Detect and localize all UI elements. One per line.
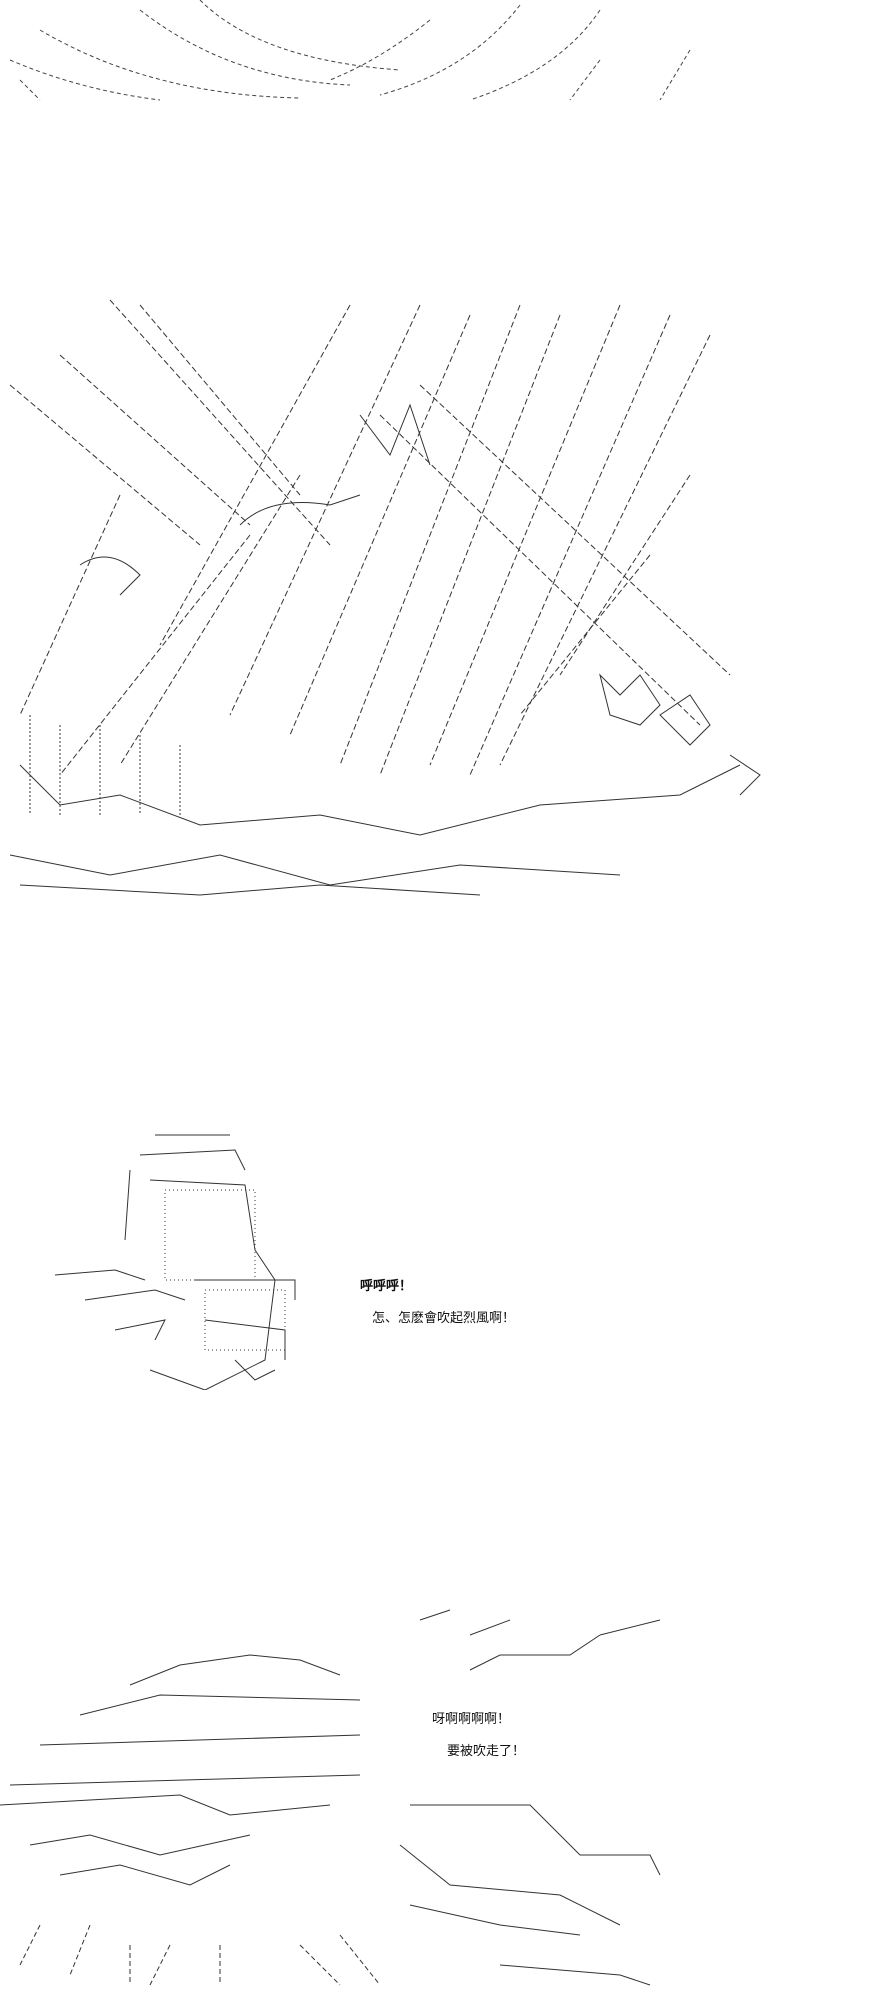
character-blown-away-art <box>0 1605 680 1990</box>
wind-storm-art <box>0 295 790 905</box>
dialogue-line: 呼呼呼！ <box>360 1279 413 1294</box>
dialogue-line: 怎、怎麽會吹起烈風啊！ <box>372 1311 516 1326</box>
dialogue-line: 要被吹走了！ <box>447 1744 526 1759</box>
swirl-lines-art <box>0 0 720 110</box>
character-in-wind-art <box>55 1130 355 1390</box>
dialogue-line: 呀啊啊啊啊！ <box>432 1712 511 1727</box>
